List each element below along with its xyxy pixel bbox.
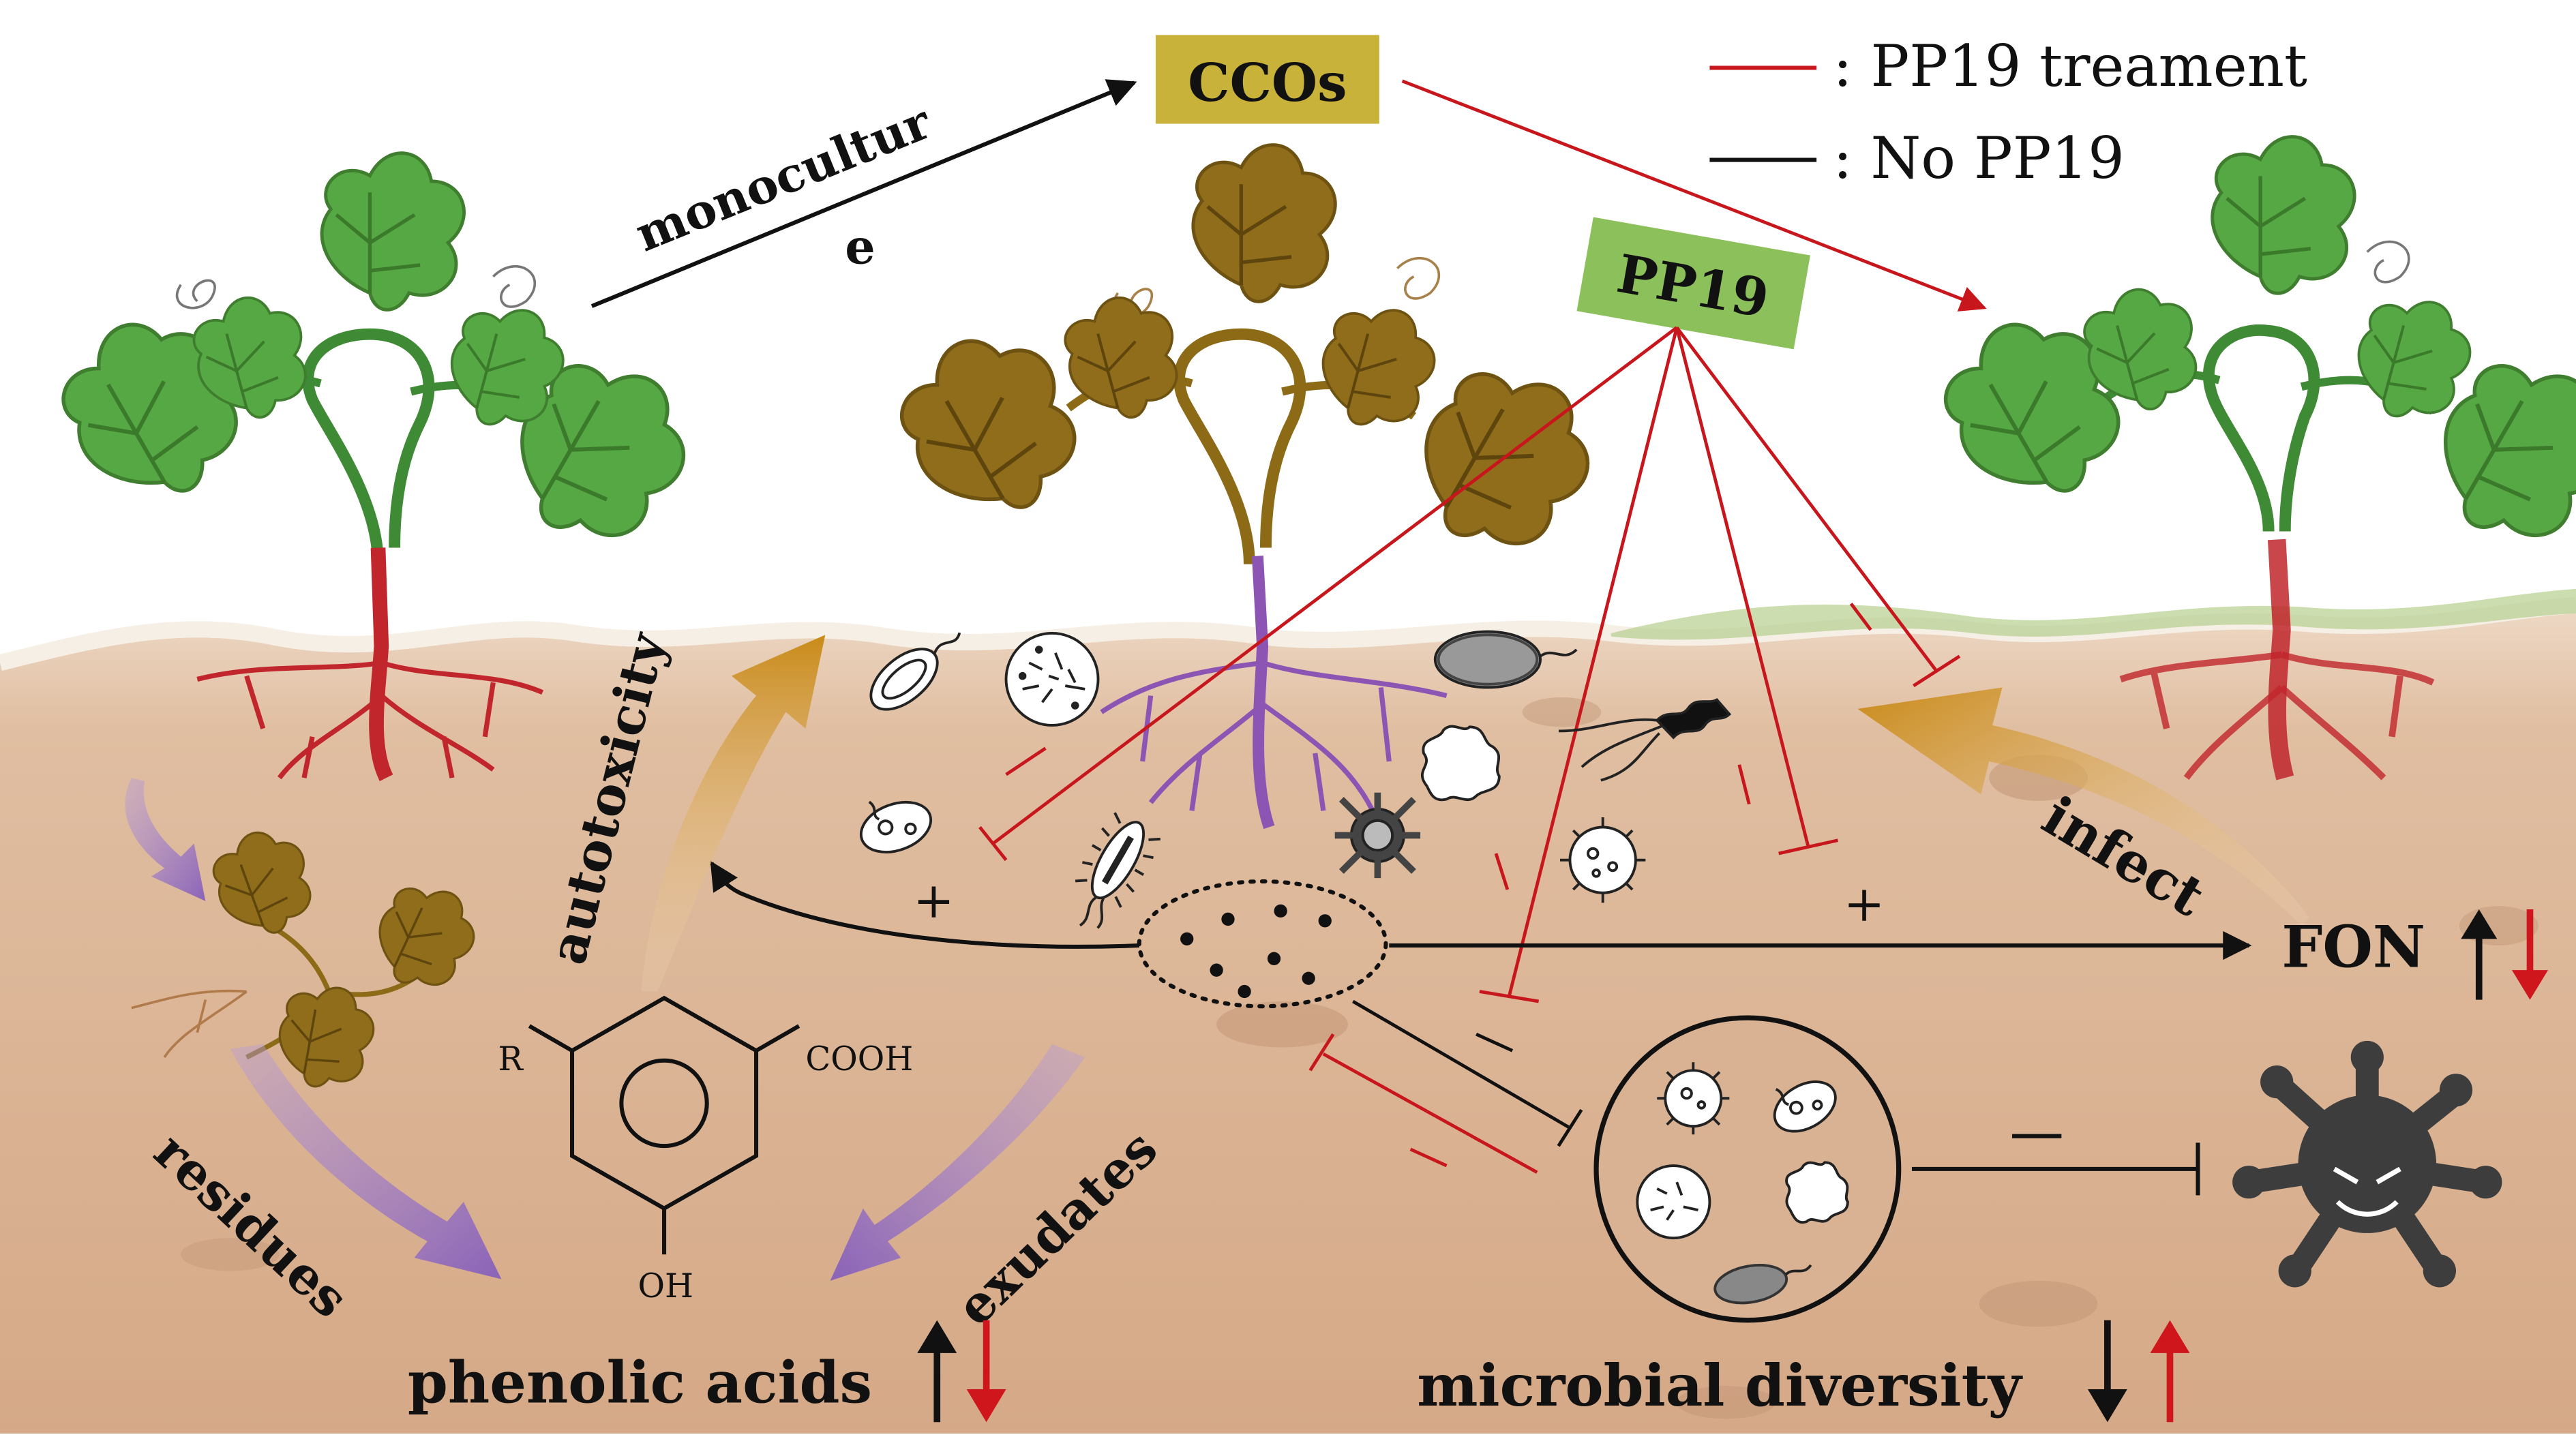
legend-red-label: : PP19 treament bbox=[1833, 33, 2307, 100]
ccos-label: CCOs bbox=[1188, 52, 1347, 114]
promotion-plus-right: + bbox=[1844, 876, 1885, 933]
microbe-icon bbox=[1636, 1164, 1711, 1240]
monoculture-arrow: monocultur e bbox=[590, 79, 1137, 308]
promotion-plus-left: + bbox=[913, 873, 955, 930]
legend-black-label: : No PP19 bbox=[1833, 125, 2125, 192]
arrow-down-icon bbox=[2511, 909, 2549, 1000]
microbial-diversity-trend bbox=[2087, 1320, 2190, 1423]
microbe-icon bbox=[1433, 630, 1578, 689]
arrow-up-icon bbox=[2150, 1320, 2190, 1423]
hydroxyl-label: OH bbox=[638, 1267, 693, 1305]
phenolic-acids-cluster bbox=[1137, 879, 1388, 1009]
microbial-diversity-node bbox=[1593, 1015, 1902, 1323]
soil-microbes bbox=[859, 630, 1732, 929]
carboxyl-label: COOH bbox=[805, 1040, 913, 1078]
ccos-to-healthy-arrow bbox=[1401, 79, 1987, 312]
microbe-icon bbox=[1559, 698, 1732, 782]
microbe-icon bbox=[1334, 792, 1421, 879]
microbial-diversity-label: microbial diversity bbox=[1417, 1352, 2023, 1419]
arrow-up-icon bbox=[917, 1320, 957, 1423]
cluster-inhibits-diversity bbox=[1308, 999, 1583, 1174]
arrow-down-icon bbox=[966, 1320, 1006, 1423]
microbe-icon bbox=[1657, 1062, 1730, 1135]
r-group-label: R bbox=[498, 1040, 524, 1078]
microbe-icon bbox=[1713, 1264, 1812, 1305]
microbe-icon bbox=[1420, 725, 1501, 802]
microbe-icon bbox=[869, 632, 961, 711]
healthy-watermelon-plant-left bbox=[40, 153, 712, 781]
fon-label: FON bbox=[2281, 913, 2425, 980]
cluster-to-autotoxicity-arrow bbox=[710, 860, 1139, 949]
microbe-icon bbox=[859, 800, 933, 853]
pp19-inhibition-lines bbox=[978, 326, 1961, 1003]
pp19-node: PP19 bbox=[1576, 217, 1810, 350]
arrow-down-icon bbox=[2087, 1320, 2127, 1423]
phenolic-acids-label: phenolic acids bbox=[408, 1348, 872, 1416]
microbe-icon bbox=[1773, 1080, 1837, 1133]
diversity-inhibits-pathogen bbox=[1911, 1134, 2200, 1196]
soil-background bbox=[0, 588, 2576, 1434]
microbe-icon bbox=[1075, 812, 1160, 929]
ccos-node: CCOs bbox=[1155, 35, 1379, 124]
microbe-icon bbox=[1785, 1161, 1849, 1224]
fungal-pathogen-icon bbox=[2232, 1040, 2502, 1288]
monoculture-label-line2: e bbox=[845, 219, 875, 275]
phenolic-acid-structure bbox=[528, 995, 800, 1255]
microbe-icon bbox=[1004, 631, 1100, 727]
fon-trend bbox=[2461, 909, 2549, 1000]
monoculture-label-line1: monocultur bbox=[628, 93, 939, 262]
healthy-watermelon-plant-right bbox=[1922, 137, 2576, 781]
arrow-up-icon bbox=[2461, 909, 2498, 1000]
legend: : PP19 treament : No PP19 bbox=[1709, 33, 2307, 192]
phenolic-acids-trend bbox=[917, 1320, 1006, 1423]
microbe-icon bbox=[1560, 817, 1646, 903]
